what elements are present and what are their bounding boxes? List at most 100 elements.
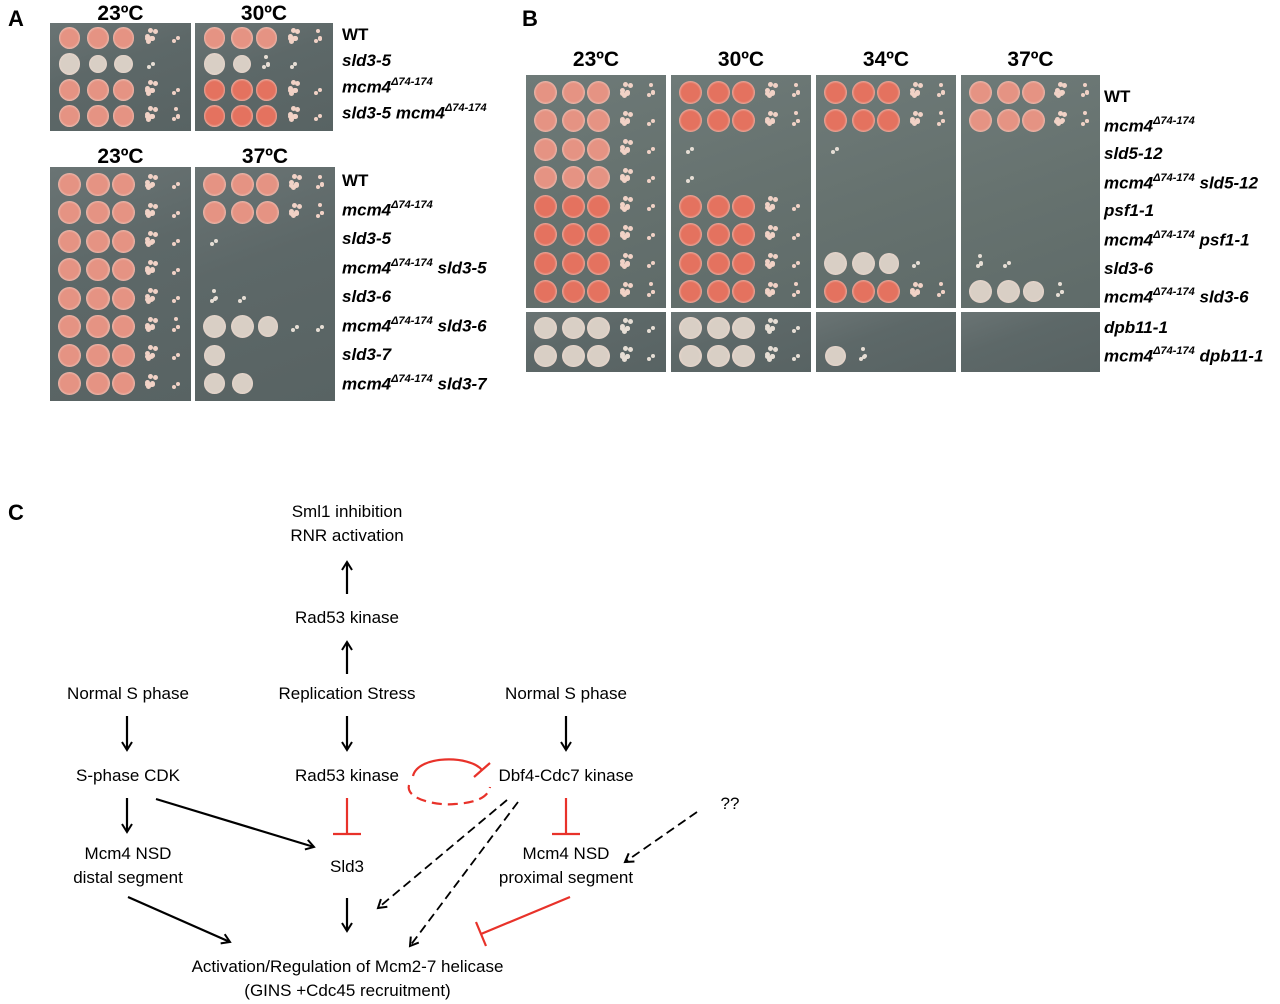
yeast-colony (940, 90, 945, 95)
yeast-colony (1059, 290, 1064, 295)
yeast-colony (620, 202, 626, 208)
yeast-spot (88, 54, 108, 74)
yeast-spot (86, 229, 110, 253)
yeast-colony (917, 111, 923, 117)
yeast-spot (707, 316, 731, 340)
strain-second-allele: sld3-7 (432, 374, 487, 394)
yeast-colony (175, 239, 180, 244)
yeast-colony (768, 253, 774, 259)
yeast-spot (533, 280, 558, 304)
yeast-colony (289, 180, 295, 186)
yeast-colony (149, 88, 155, 94)
yeast-colony (620, 90, 626, 96)
yeast-colony (287, 88, 293, 94)
yeast-colony (175, 182, 180, 187)
yeast-spot (86, 286, 110, 310)
yeast-spot (678, 80, 703, 104)
edge-dbf4-inhibits-rad53-dashed (407, 784, 492, 806)
yeast-spot (587, 223, 611, 247)
yeast-spot (203, 105, 225, 127)
yeast-colony (910, 119, 916, 125)
yeast-spot (111, 258, 135, 282)
yeast-colony (624, 90, 630, 96)
yeast-spot (678, 109, 703, 133)
yeast-colony (792, 121, 797, 126)
yeast-colony (146, 270, 152, 276)
yeast-colony (860, 346, 865, 351)
strain-name: sld3-5 mcm4 (342, 103, 445, 123)
yeast-spot (112, 79, 134, 101)
allele-superscript: Δ74-174 (1153, 229, 1195, 241)
yeast-spot (587, 316, 611, 340)
yeast-spot (230, 201, 255, 225)
yeast-spot (732, 223, 756, 247)
strain-label: mcm4Δ74-174 sld3-6 (342, 315, 487, 337)
node-line: proximal segment (498, 868, 634, 887)
yeast-colony (149, 114, 155, 120)
yeast-colony (620, 290, 626, 296)
yeast-colony (287, 111, 293, 117)
yeast-colony (768, 346, 774, 352)
yeast-colony (237, 299, 242, 304)
yeast-colony (939, 82, 944, 87)
yeast-spot (678, 194, 703, 218)
strain-second-allele: sld3-6 (1194, 287, 1249, 307)
yeast-spot (706, 109, 731, 133)
yeast-colony (796, 232, 800, 237)
allele-superscript: Δ74-174 (391, 76, 433, 88)
strain-label: mcm4Δ74-174 sld3-5 (342, 257, 487, 279)
yeast-colony (912, 264, 916, 269)
yeast-colony (765, 233, 771, 239)
strain-name: WT (342, 25, 369, 44)
strain-label: sld3-5 (342, 229, 391, 249)
yeast-colony (769, 119, 775, 125)
yeast-colony (620, 147, 626, 153)
node-rad53-kinase: Rad53 kinase (295, 766, 399, 785)
yeast-colony (627, 319, 633, 325)
edge-dbf4-to-sld3-dashed (376, 799, 508, 910)
yeast-colony (145, 379, 151, 385)
yeast-spot (86, 172, 110, 196)
yeast-colony (623, 281, 629, 287)
yeast-spot (732, 194, 756, 218)
yeast-colony (651, 326, 655, 330)
yeast-colony (911, 121, 917, 127)
strain-name: mcm4 (342, 258, 392, 278)
yeast-spot (113, 54, 133, 74)
yeast-colony (144, 36, 150, 42)
yeast-colony (145, 294, 151, 300)
yeast-colony (620, 204, 626, 210)
yeast-colony (172, 327, 177, 332)
node-dbf4-cdc7-kinase: Dbf4-Cdc7 kinase (498, 766, 634, 785)
yeast-spot (87, 105, 109, 127)
yeast-colony (149, 239, 155, 245)
yeast-colony (651, 232, 655, 237)
yeast-colony (292, 114, 298, 120)
strain-label: mcm4Δ74-174 (1104, 115, 1195, 137)
yeast-spot (533, 194, 558, 218)
yeast-colony (213, 239, 218, 244)
yeast-colony (148, 80, 154, 86)
strain-label: sld3-6 (342, 287, 391, 307)
yeast-colony (624, 176, 630, 182)
yeast-spot (203, 27, 225, 49)
yeast-spot (111, 201, 135, 225)
yeast-colony (1054, 116, 1060, 122)
yeast-colony (318, 36, 323, 41)
allele-superscript: Δ74-174 (391, 257, 433, 269)
node-sml1-inhibition: Sml1 inhibition RNR activation (247, 500, 447, 548)
yeast-colony (289, 90, 295, 96)
yeast-plate (961, 312, 1100, 372)
strain-label: mcm4Δ74-174 dpb11-1 (1104, 345, 1263, 367)
yeast-colony (765, 351, 771, 357)
yeast-colony (620, 259, 626, 265)
yeast-colony (910, 90, 916, 96)
node-normal-s-phase-right: Normal S phase (505, 684, 627, 703)
yeast-colony (263, 54, 268, 59)
yeast-colony (145, 351, 151, 357)
yeast-colony (213, 296, 218, 301)
yeast-spot (111, 315, 135, 339)
yeast-colony (769, 204, 775, 210)
strain-name: mcm4 (342, 316, 392, 336)
